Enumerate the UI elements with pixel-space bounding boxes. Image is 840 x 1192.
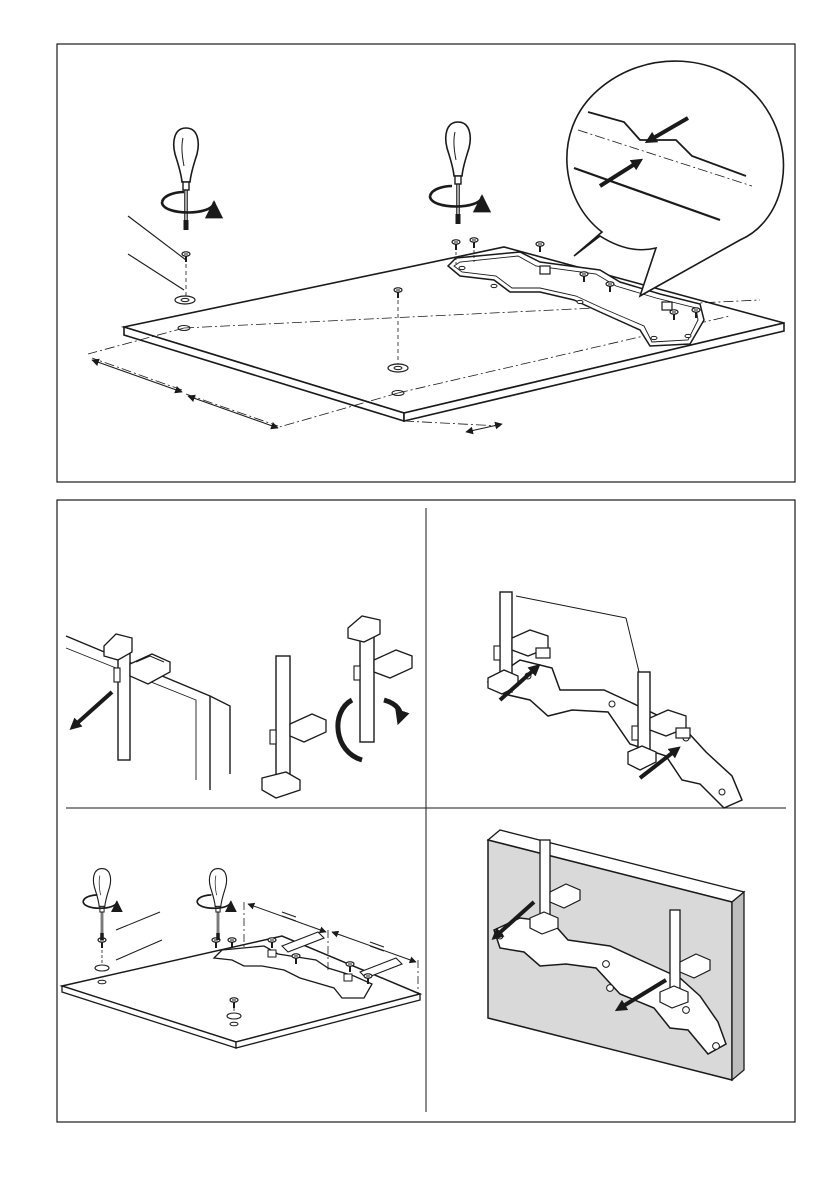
screwdriver-icon [197, 869, 231, 940]
magnifier-callout-icon [567, 61, 784, 296]
screwdriver-icon [83, 869, 117, 940]
panel-hang-on-wall [488, 830, 744, 1080]
panel-detach-spacers [66, 616, 412, 798]
screwdriver-icon [430, 122, 482, 224]
panel-attach-spacers [488, 592, 742, 808]
panel-screw-bracket [62, 869, 420, 1048]
screwdriver-icon [162, 128, 214, 230]
panel-top-illustration [88, 61, 784, 432]
